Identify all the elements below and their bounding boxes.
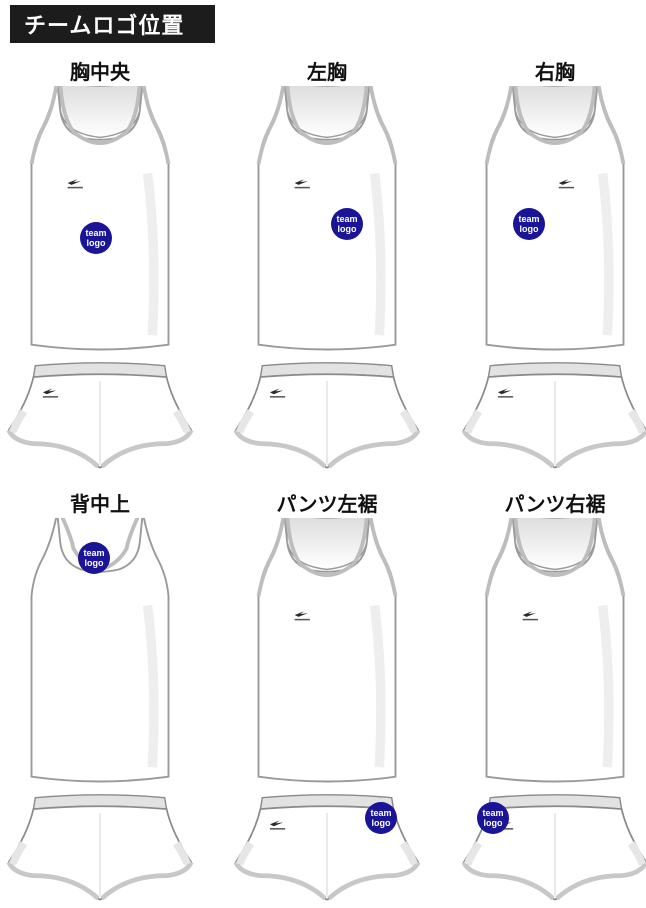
panel-label: 右胸: [535, 60, 575, 84]
panel-label: 左胸: [307, 60, 347, 84]
uniform-illustration: [227, 518, 427, 908]
panel-label: パンツ右裾: [504, 492, 606, 516]
panel-label: パンツ左裾: [276, 492, 378, 516]
uniform-illustration: [455, 518, 646, 908]
uniform-illustration: [227, 86, 427, 476]
page-title: チームロゴ位置: [10, 5, 215, 43]
uniform-illustration: [0, 86, 200, 476]
uniform-illustration: [455, 86, 646, 476]
panel-label: 背中上: [70, 492, 130, 516]
panel-label: 胸中央: [70, 60, 130, 84]
uniform-illustration: [0, 518, 200, 908]
